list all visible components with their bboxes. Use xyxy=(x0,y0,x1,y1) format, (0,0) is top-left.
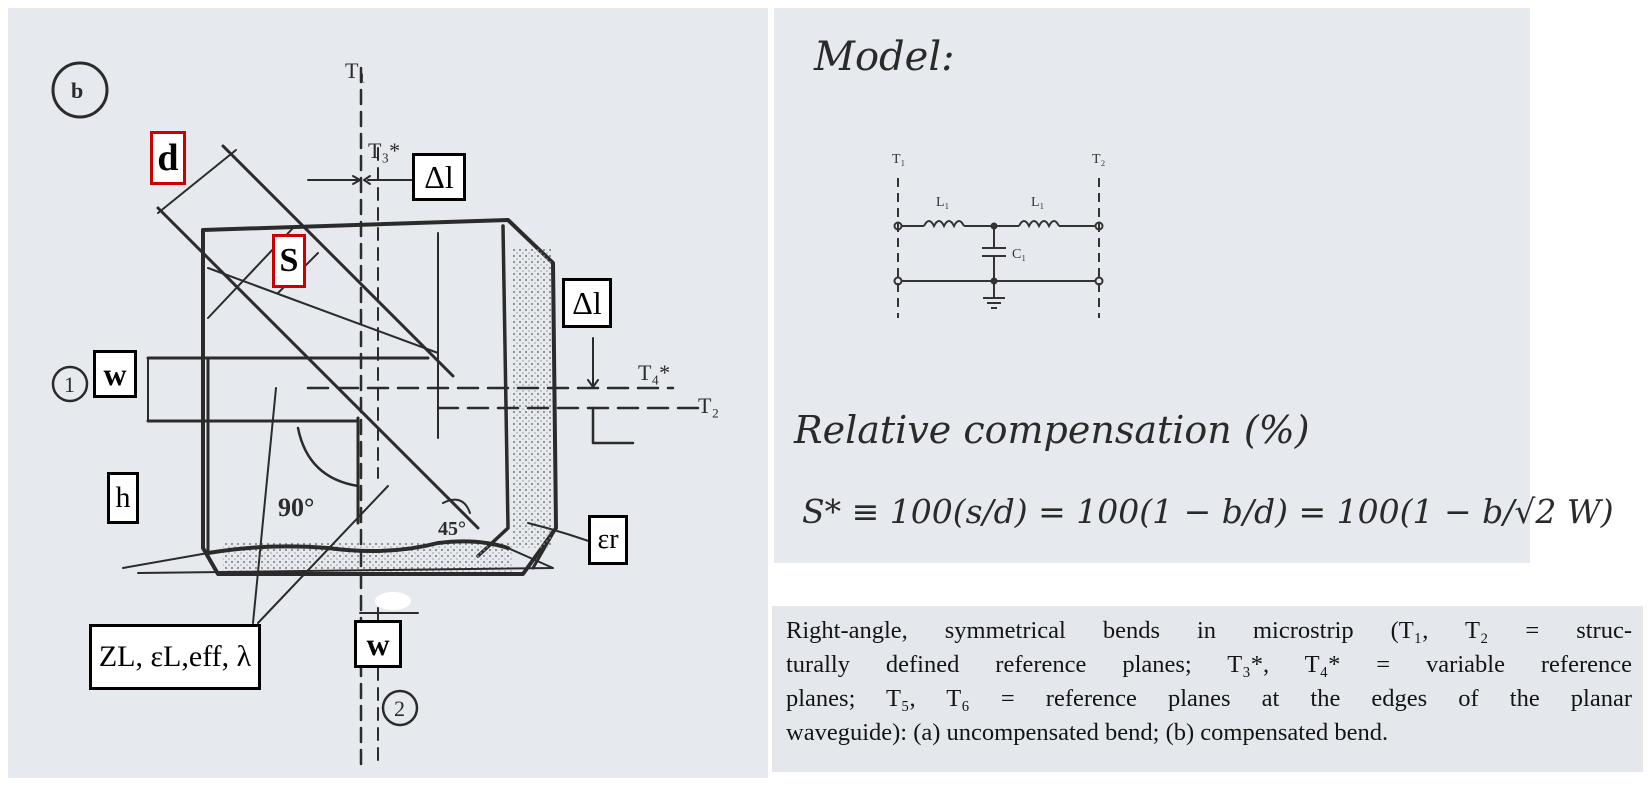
circuit-c1-label: C₁ xyxy=(1012,247,1026,262)
port-2-circle xyxy=(381,689,419,727)
compensation-formula: S* ≡ 100(s/d) = 100(1 − b/d) = 100(1 − b… xyxy=(802,492,1614,531)
s-label-box: S xyxy=(272,234,306,288)
caption-line: turally defined reference planes; T₃*, T… xyxy=(786,651,1632,678)
zl-eps-lambda-box: ZL, εL,eff, λ xyxy=(89,624,261,690)
angle-45-label: 45° xyxy=(438,518,466,540)
caption-line: waveguide): (a) uncompensated bend; (b) … xyxy=(786,719,1389,746)
port-1-label: 1 xyxy=(64,372,75,397)
plane-t3-label: T₃* xyxy=(368,138,400,163)
plane-t2-label: T₂ xyxy=(698,393,719,418)
plane-t4-label: T₄* xyxy=(638,360,670,385)
circuit-t1-label: T₁ xyxy=(892,152,905,167)
angle-90-label: 90° xyxy=(278,493,314,522)
relative-compensation-label: Relative compensation (%) xyxy=(793,408,1310,452)
bend-diagram-drawing: b 1 2 T₁ T₃* T₄* T₂ 90° 45° xyxy=(51,58,719,770)
delta-l-top-box: Δl xyxy=(412,153,466,201)
circuit-t2-label: T₂ xyxy=(1092,152,1106,167)
circuit-l1-left-label: L₁ xyxy=(936,195,949,210)
figure-caption-panel: Right-angle, symmetrical bends in micros… xyxy=(772,606,1643,772)
d-label-box: d xyxy=(150,131,186,185)
h-box: h xyxy=(107,472,139,524)
lc-circuit xyxy=(893,178,1104,318)
w-left-box: w xyxy=(93,350,137,398)
port-2-label: 2 xyxy=(394,696,405,721)
bend-diagram-panel: b 1 2 T₁ T₃* T₄* T₂ 90° 45° d S Δl Δl w … xyxy=(8,8,768,778)
model-title: Model: xyxy=(813,34,955,80)
model-panel: Model: T₁ T₂ L₁ L₁ C₁ xyxy=(774,8,1614,563)
epsilon-r-box: εr xyxy=(588,515,628,565)
delta-l-right-box: Δl xyxy=(562,278,612,328)
caption-line: Right-angle, symmetrical bends in micros… xyxy=(786,617,1632,644)
plane-t1-label: T₁ xyxy=(345,58,366,83)
caption-line: planes; T₅, T₆ = reference planes at the… xyxy=(786,685,1632,712)
figure-caption: Right-angle, symmetrical bends in micros… xyxy=(786,614,1632,750)
circuit-l1-right-label: L₁ xyxy=(1031,195,1044,210)
circle-b-label: b xyxy=(71,78,83,103)
port-1-circle xyxy=(51,365,89,403)
model-drawing: Model: T₁ T₂ L₁ L₁ C₁ xyxy=(793,34,1614,531)
w-bottom-box: w xyxy=(354,620,402,668)
circle-b-marker xyxy=(51,61,109,119)
